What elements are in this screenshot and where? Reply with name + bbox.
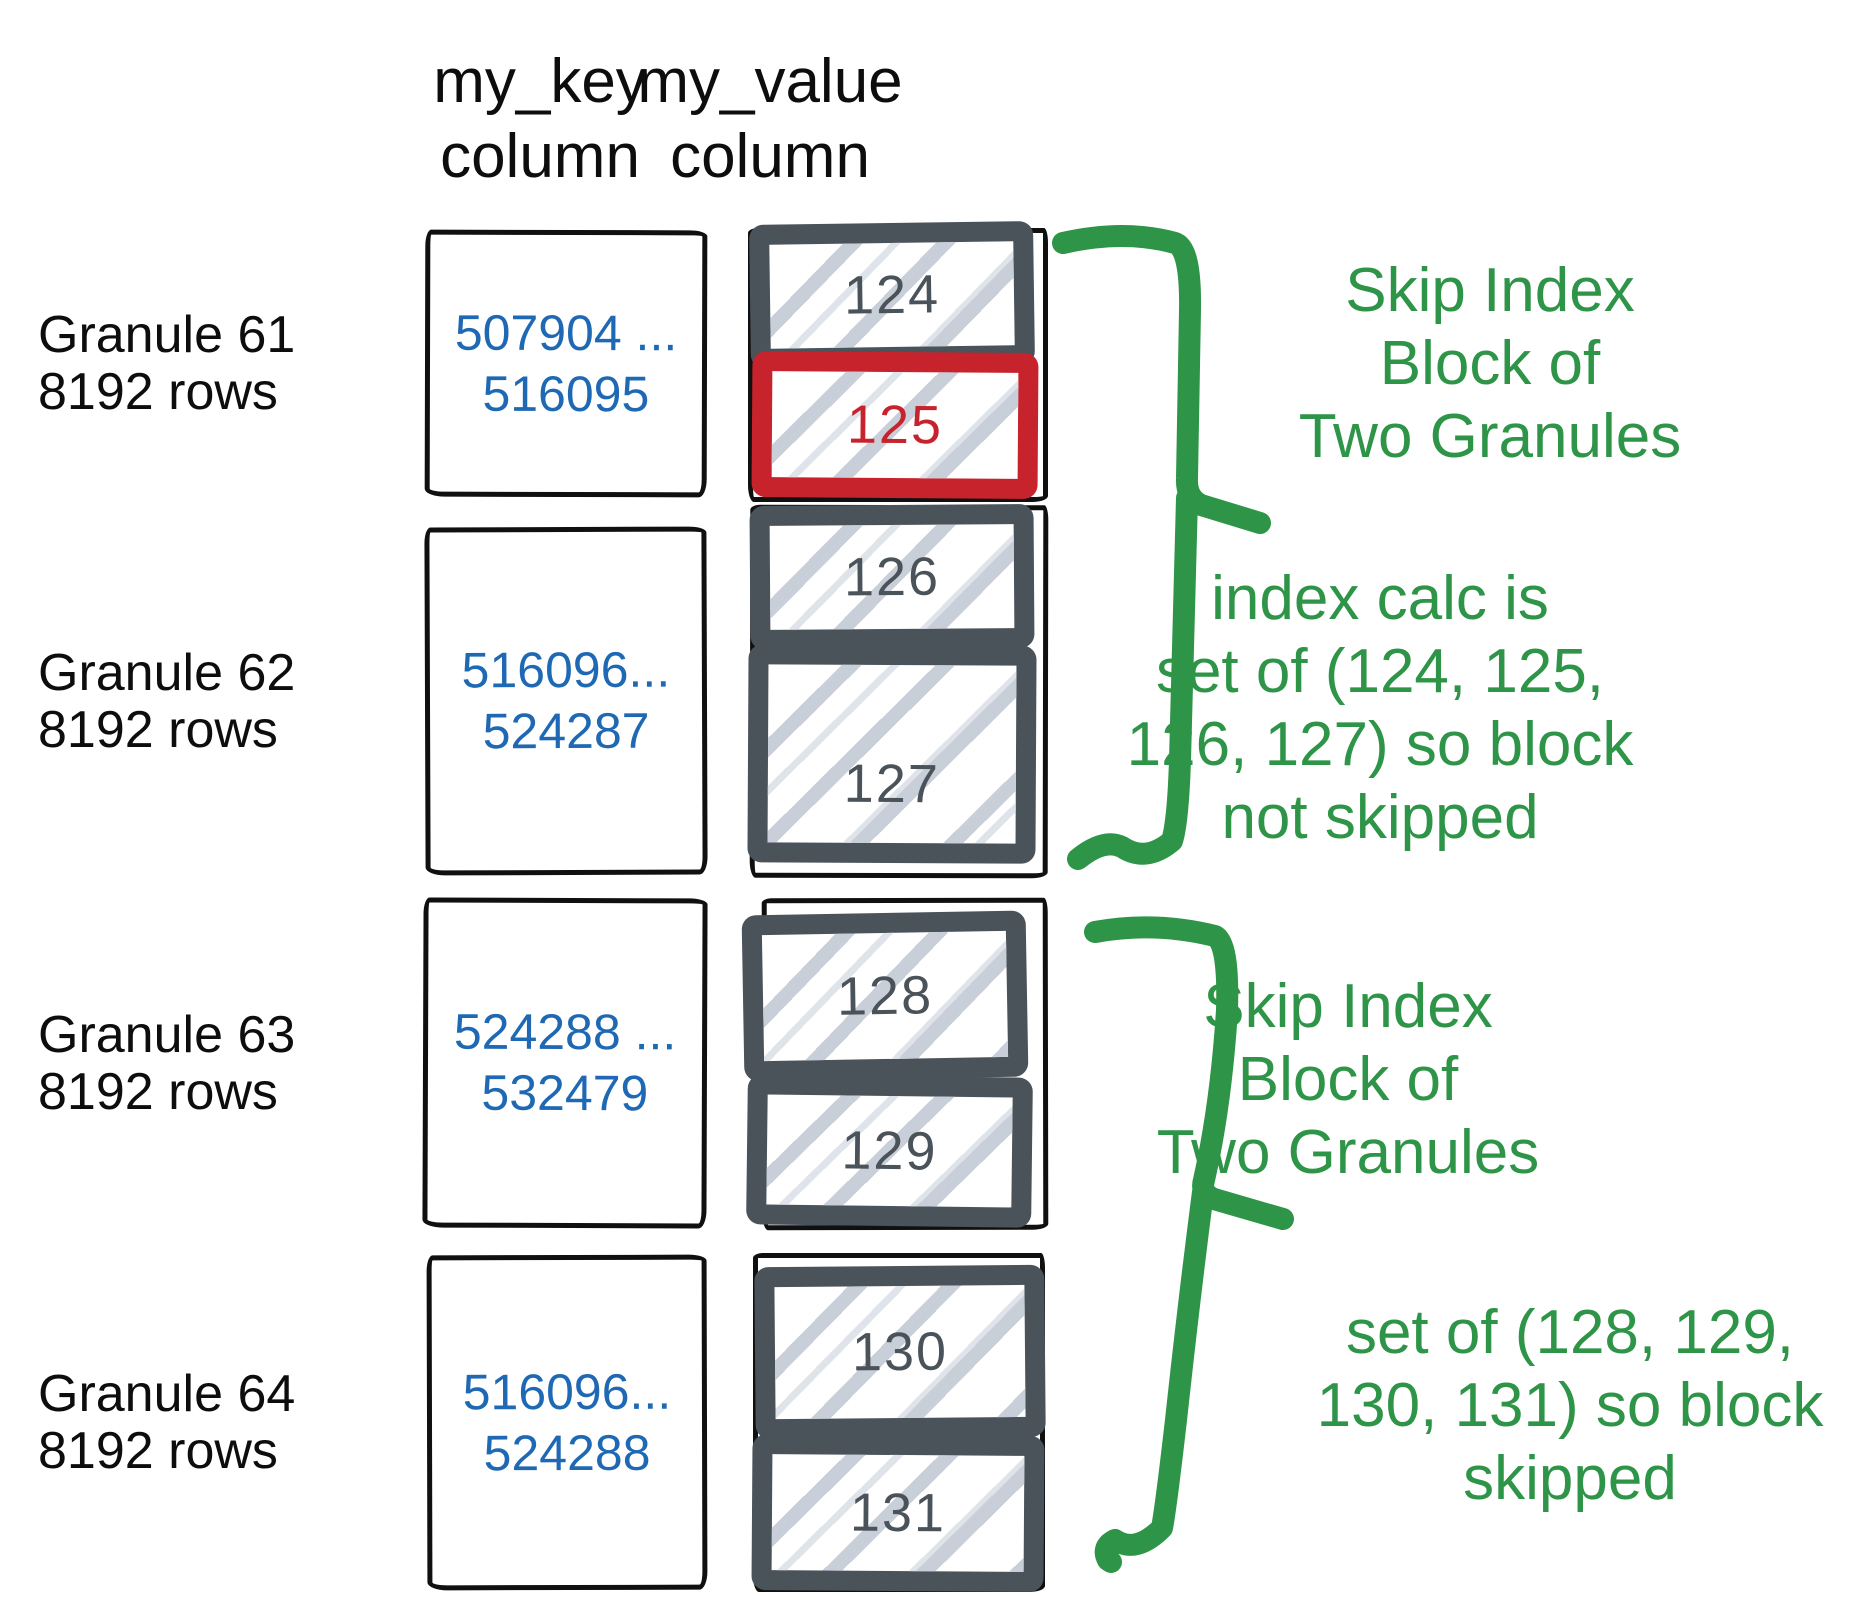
granule-62-key-box: 516096... 524287: [424, 526, 708, 876]
value-block-131: 131: [751, 1433, 1045, 1593]
granule-61-key-box: 507904 ... 516095: [424, 229, 708, 498]
value-block-128: 128: [741, 910, 1029, 1082]
value-block-130: 130: [754, 1264, 1046, 1440]
granule-64-name: Granule 64: [38, 1365, 296, 1423]
granule-63-name: Granule 63: [38, 1006, 296, 1064]
value-block-124-number: 124: [843, 264, 941, 326]
granule-62-key-to: 524287: [482, 702, 650, 760]
annotation-3-line1: Skip Index: [1203, 972, 1493, 1041]
annotation-index-calc-not-skipped: index calc is set of (124, 125, 126, 127…: [1050, 562, 1710, 854]
granule-64-key-range: 516096... 524288: [463, 1361, 672, 1484]
value-block-130-number: 130: [851, 1321, 949, 1383]
annotation-1-line1: Skip Index: [1345, 256, 1635, 325]
granule-62-label: Granule 62 8192 rows: [38, 645, 368, 759]
value-block-127-number: 127: [843, 753, 941, 815]
granule-64-key-box: 516096... 524288: [426, 1254, 708, 1591]
granule-62-key-range: 516096... 524287: [462, 640, 671, 763]
annotation-1-line2: Block of: [1379, 329, 1601, 398]
value-block-129-number: 129: [841, 1120, 938, 1182]
annotation-3-line3: Two Granules: [1156, 1118, 1540, 1187]
annotation-2-line1: index calc is: [1211, 564, 1549, 633]
granule-64-rows: 8192 rows: [38, 1422, 278, 1480]
value-block-129: 129: [746, 1074, 1033, 1228]
value-block-128-number: 128: [836, 965, 934, 1027]
value-block-131-number: 131: [849, 1482, 947, 1544]
header-my-value-line1: my_value: [637, 47, 903, 116]
granule-64-label: Granule 64 8192 rows: [38, 1366, 368, 1480]
granule-63-key-to: 532479: [481, 1064, 649, 1122]
granule-61-name: Granule 61: [38, 306, 296, 364]
granule-63-key-from: 524288 ...: [453, 1003, 677, 1061]
annotation-set-skipped: set of (128, 129, 130, 131) so block ski…: [1240, 1296, 1859, 1515]
header-my-key-line2: column: [440, 122, 640, 191]
granule-61-rows: 8192 rows: [38, 363, 278, 421]
header-my-key-line1: my_key: [433, 47, 647, 116]
header-my-value-column: my_value column: [570, 44, 970, 194]
annotation-skip-index-block-1: Skip Index Block of Two Granules: [1160, 254, 1820, 473]
granule-64-key-to: 524288: [483, 1424, 651, 1481]
annotation-2-line2: set of (124, 125,: [1155, 637, 1605, 706]
annotation-1-line3: Two Granules: [1298, 402, 1682, 471]
granule-61-key-range: 507904 ... 516095: [455, 302, 678, 425]
annotation-4-line3: skipped: [1463, 1444, 1677, 1513]
annotation-skip-index-block-2: Skip Index Block of Two Granules: [1018, 970, 1678, 1189]
annotation-4-line2: 130, 131) so block: [1316, 1371, 1824, 1440]
granule-62-key-from: 516096...: [461, 641, 671, 699]
granule-63-key-range: 524288 ... 532479: [454, 1002, 677, 1125]
granule-61-key-to: 516095: [482, 365, 650, 422]
header-my-key-column: my_key column: [340, 44, 740, 194]
value-block-125-number: 125: [846, 394, 944, 456]
granule-63-key-box: 524288 ... 532479: [422, 897, 708, 1229]
annotation-2-line3: 126, 127) so block: [1126, 710, 1634, 779]
granule-63-rows: 8192 rows: [38, 1063, 278, 1121]
value-block-127: 127: [747, 644, 1037, 864]
value-block-126: 126: [749, 504, 1035, 650]
granule-64-key-from: 516096...: [462, 1363, 672, 1420]
value-block-125-highlighted: 125: [751, 351, 1039, 499]
annotation-4-line1: set of (128, 129,: [1345, 1298, 1795, 1367]
value-block-124: 124: [749, 221, 1035, 369]
annotation-3-line2: Block of: [1237, 1045, 1459, 1114]
value-block-126-number: 126: [843, 546, 941, 608]
annotation-2-line4: not skipped: [1221, 783, 1539, 852]
granule-61-label: Granule 61 8192 rows: [38, 307, 368, 421]
header-my-value-line2: column: [670, 122, 870, 191]
granule-62-rows: 8192 rows: [38, 701, 278, 759]
granule-63-label: Granule 63 8192 rows: [38, 1007, 368, 1121]
granule-62-name: Granule 62: [38, 644, 296, 702]
granule-61-key-from: 507904 ...: [454, 304, 678, 361]
